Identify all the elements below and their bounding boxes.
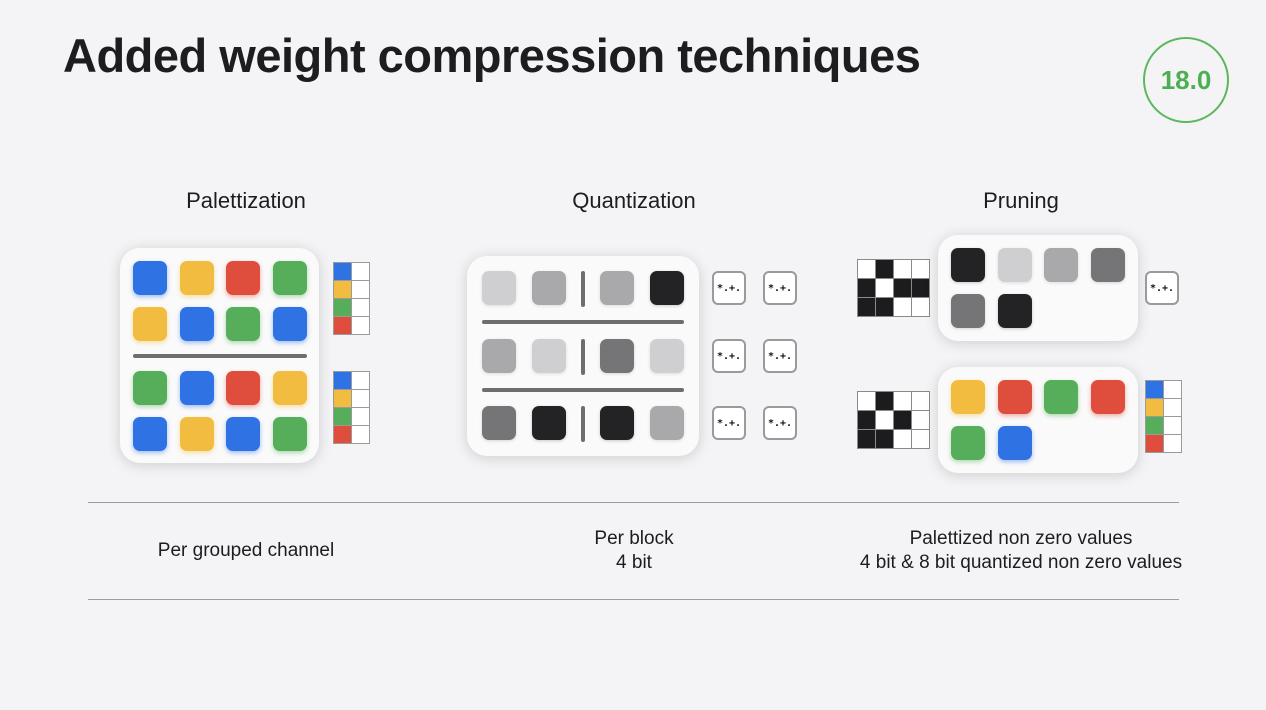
scale-factor-box: *.+. bbox=[763, 271, 797, 305]
pruning-quantized-card bbox=[938, 235, 1138, 341]
weight-tile bbox=[226, 307, 260, 341]
description-line: Per grouped channel bbox=[157, 540, 335, 561]
bottom-divider bbox=[88, 599, 1179, 600]
row-divider bbox=[482, 320, 684, 324]
weight-tile bbox=[1044, 380, 1078, 414]
weight-tile bbox=[180, 371, 214, 405]
weight-tile bbox=[650, 271, 684, 305]
weight-tile bbox=[951, 426, 985, 460]
weight-tile bbox=[273, 371, 307, 405]
description-pruning: Palettized non zero values 4 bit & 8 bit… bbox=[836, 527, 1206, 575]
heading-palettization: Palettization bbox=[186, 188, 306, 213]
weight-tile bbox=[600, 271, 634, 305]
sparsity-mask bbox=[857, 259, 930, 317]
weight-tile bbox=[180, 417, 214, 451]
scale-factor-box: *.+. bbox=[763, 406, 797, 440]
weight-tile bbox=[532, 406, 566, 440]
group-divider bbox=[133, 354, 307, 358]
weight-tile bbox=[600, 339, 634, 373]
weight-tile bbox=[532, 339, 566, 373]
pruning-palettized-card bbox=[938, 367, 1138, 473]
weight-tile bbox=[1091, 380, 1125, 414]
weight-tile bbox=[532, 271, 566, 305]
weight-tile bbox=[650, 339, 684, 373]
weight-tile bbox=[482, 271, 516, 305]
weight-tile bbox=[600, 406, 634, 440]
weight-tile bbox=[482, 339, 516, 373]
description-line: Palettized non zero values bbox=[909, 528, 1133, 549]
scale-factor-box: *.+. bbox=[1145, 271, 1179, 305]
quantization-weight-card bbox=[467, 256, 699, 456]
description-line: Per block bbox=[594, 528, 674, 549]
palette-lookup-table bbox=[1145, 380, 1182, 453]
weight-tile bbox=[951, 248, 985, 282]
weight-tile bbox=[273, 261, 307, 295]
top-divider bbox=[88, 502, 1179, 503]
block-divider bbox=[581, 339, 585, 375]
row-divider bbox=[482, 388, 684, 392]
weight-tile bbox=[998, 426, 1032, 460]
weight-tile bbox=[951, 294, 985, 328]
slide-title: Added weight compression techniques bbox=[63, 29, 921, 82]
weight-tile bbox=[998, 380, 1032, 414]
heading-pruning: Pruning bbox=[983, 188, 1059, 213]
palette-lookup-table bbox=[333, 262, 370, 335]
weight-tile bbox=[226, 261, 260, 295]
weight-tile bbox=[180, 261, 214, 295]
scale-factor-box: *.+. bbox=[763, 339, 797, 373]
weight-tile bbox=[998, 248, 1032, 282]
weight-tile bbox=[133, 417, 167, 451]
block-divider bbox=[581, 406, 585, 442]
weight-tile bbox=[133, 371, 167, 405]
heading-quantization: Quantization bbox=[572, 188, 696, 213]
weight-tile bbox=[226, 417, 260, 451]
weight-tile bbox=[1044, 248, 1078, 282]
weight-tile bbox=[226, 371, 260, 405]
weight-tile bbox=[180, 307, 214, 341]
description-line: 4 bit bbox=[616, 552, 652, 573]
weight-tile bbox=[482, 406, 516, 440]
weight-tile bbox=[951, 380, 985, 414]
version-badge: 18.0 bbox=[1143, 37, 1229, 123]
palette-lookup-table bbox=[333, 371, 370, 444]
weight-tile bbox=[650, 406, 684, 440]
palettization-weight-card bbox=[120, 248, 319, 463]
weight-tile bbox=[133, 261, 167, 295]
scale-factor-box: *.+. bbox=[712, 271, 746, 305]
weight-tile bbox=[998, 294, 1032, 328]
scale-factor-box: *.+. bbox=[712, 339, 746, 373]
weight-tile bbox=[133, 307, 167, 341]
description-line: 4 bit & 8 bit quantized non zero values bbox=[859, 552, 1183, 573]
description-palettization: Per grouped channel bbox=[96, 539, 396, 563]
weight-tile bbox=[273, 417, 307, 451]
description-quantization: Per block 4 bit bbox=[484, 527, 784, 575]
scale-factor-box: *.+. bbox=[712, 406, 746, 440]
weight-tile bbox=[273, 307, 307, 341]
weight-tile bbox=[1091, 248, 1125, 282]
block-divider bbox=[581, 271, 585, 307]
sparsity-mask bbox=[857, 391, 930, 449]
